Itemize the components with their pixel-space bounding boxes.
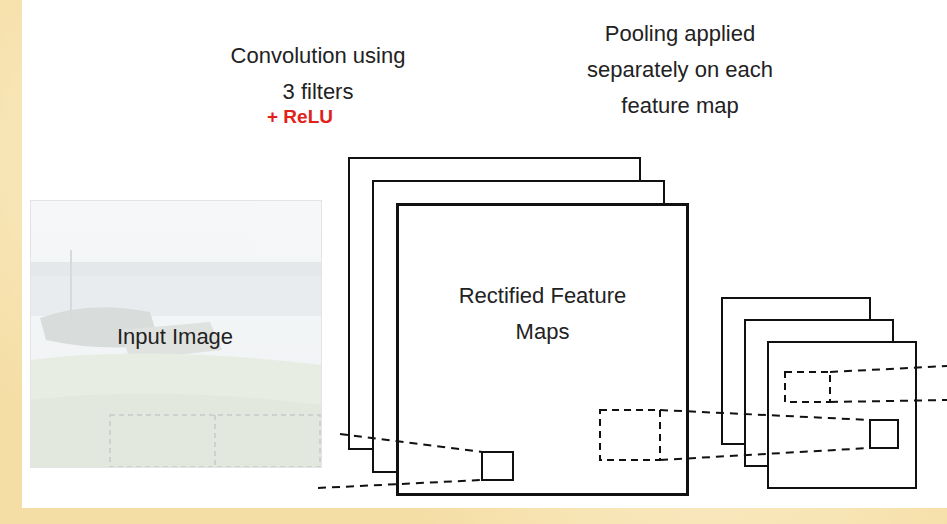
pool-output-cell [870, 420, 898, 448]
dashed-leader [318, 366, 947, 488]
step-label: Convolution using 3 filters [231, 38, 406, 110]
node-text: Input Image [45, 319, 305, 355]
next-window [785, 372, 830, 402]
relu-label: + ReLU [240, 104, 360, 130]
conv-output-cell [482, 452, 513, 480]
pool-window [600, 410, 660, 460]
receptive-field [110, 415, 320, 467]
feature-map: Rectified Feature Maps [397, 204, 688, 495]
node-text: Rectified Feature Maps [443, 278, 643, 350]
white-panel [22, 0, 947, 508]
step-label: Pooling applied separately on each featu… [568, 16, 793, 124]
input-image: Input Image [30, 200, 322, 468]
input-photo [30, 200, 322, 468]
feature-map-stack [349, 158, 688, 495]
pooled-map-stack [722, 298, 916, 488]
